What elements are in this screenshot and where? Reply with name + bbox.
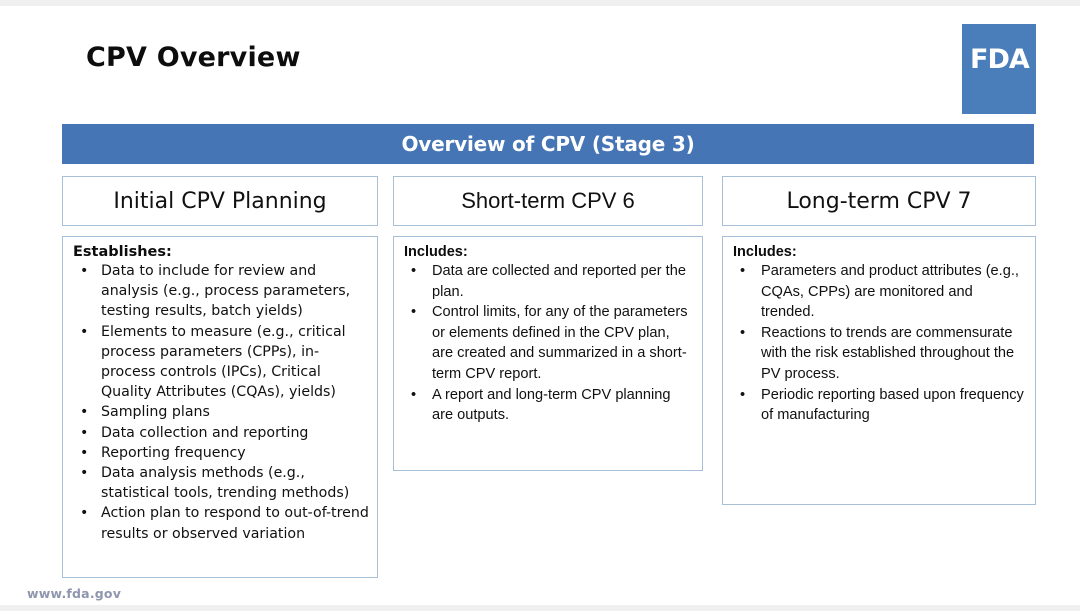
column-body-long-term-cpv: Includes: • Parameters and product attrib… bbox=[722, 236, 1036, 505]
bullet-icon: • bbox=[740, 324, 746, 341]
list-item: • Action plan to respond to out-of-trend … bbox=[70, 503, 369, 543]
page-title: CPV Overview bbox=[86, 42, 301, 73]
list-item: • Data analysis methods (e.g., statistica… bbox=[70, 463, 369, 503]
list-item: • Control limits, for any of the paramete… bbox=[401, 302, 694, 384]
list-item: • Reactions to trends are commensurate wi… bbox=[730, 323, 1027, 385]
bullet-list-column-2: • Data are collected and reported per the… bbox=[401, 261, 694, 426]
bullet-icon: • bbox=[740, 386, 746, 403]
bullet-icon: • bbox=[80, 424, 89, 441]
list-item: • Sampling plans bbox=[70, 402, 369, 422]
list-item-text: Data to include for review and analysis … bbox=[101, 263, 351, 320]
list-item: • A report and long-term CPV planning are… bbox=[401, 385, 694, 426]
fda-logo-text: FDA bbox=[970, 44, 1030, 75]
column-header-long-term-cpv: Long-term CPV 7 bbox=[722, 176, 1036, 226]
column-header-short-term-cpv: Short-term CPV 6 bbox=[393, 176, 703, 226]
fda-logo: FDA bbox=[962, 24, 1036, 114]
column-body-heading: Includes: bbox=[733, 244, 797, 260]
section-banner-title: Overview of CPV (Stage 3) bbox=[401, 132, 695, 156]
footer-url: www.fda.gov bbox=[27, 586, 122, 601]
column-body-short-term-cpv: Includes: • Data are collected and report… bbox=[393, 236, 703, 471]
list-item-text: Data analysis methods (e.g., statistical… bbox=[101, 465, 350, 502]
bullet-list-column-1: • Data to include for review and analysis… bbox=[70, 261, 369, 544]
list-item: • Data to include for review and analysis… bbox=[70, 261, 369, 322]
list-item: • Parameters and product attributes (e.g.… bbox=[730, 261, 1027, 323]
column-header-label: Initial CPV Planning bbox=[113, 188, 327, 214]
bullet-icon: • bbox=[411, 304, 417, 321]
column-header-label: Long-term CPV 7 bbox=[786, 188, 972, 214]
bullet-list-column-3: • Parameters and product attributes (e.g.… bbox=[730, 261, 1027, 426]
list-item: • Elements to measure (e.g., critical pro… bbox=[70, 322, 369, 403]
bullet-icon: • bbox=[80, 323, 89, 340]
bullet-icon: • bbox=[80, 263, 89, 279]
list-item-text: Data collection and reporting bbox=[101, 424, 309, 441]
list-item-text: Parameters and product attributes (e.g.,… bbox=[761, 263, 1019, 321]
bullet-icon: • bbox=[80, 465, 89, 482]
list-item-text: Periodic reporting based upon frequency … bbox=[761, 386, 1024, 424]
list-item-text: Action plan to respond to out-of-trend r… bbox=[101, 505, 369, 542]
column-body-initial-cpv-planning: Establishes: • Data to include for review… bbox=[62, 236, 378, 578]
list-item: • Periodic reporting based upon frequency… bbox=[730, 385, 1027, 426]
list-item: • Data collection and reporting bbox=[70, 423, 369, 443]
bullet-icon: • bbox=[80, 404, 89, 421]
column-header-initial-cpv-planning: Initial CPV Planning bbox=[62, 176, 378, 226]
bullet-icon: • bbox=[411, 386, 417, 403]
list-item-text: Sampling plans bbox=[101, 404, 210, 421]
list-item-text: Data are collected and reported per the … bbox=[432, 263, 686, 300]
list-item: • Data are collected and reported per the… bbox=[401, 261, 694, 302]
list-item-text: Elements to measure (e.g., critical proc… bbox=[101, 323, 346, 401]
list-item: • Reporting frequency bbox=[70, 443, 369, 463]
bullet-icon: • bbox=[411, 263, 417, 279]
column-body-heading: Establishes: bbox=[73, 244, 172, 260]
bullet-icon: • bbox=[740, 263, 746, 279]
list-item-text: Control limits, for any of the parameter… bbox=[432, 304, 688, 382]
section-banner: Overview of CPV (Stage 3) bbox=[62, 124, 1034, 164]
list-item-text: Reporting frequency bbox=[101, 444, 246, 461]
list-item-text: Reactions to trends are commensurate wit… bbox=[761, 324, 1015, 382]
column-body-heading: Includes: bbox=[404, 244, 468, 260]
list-item-text: A report and long-term CPV planning are … bbox=[432, 386, 671, 424]
bullet-icon: • bbox=[80, 444, 89, 461]
bullet-icon: • bbox=[80, 505, 89, 522]
column-header-label: Short-term CPV 6 bbox=[461, 188, 635, 213]
